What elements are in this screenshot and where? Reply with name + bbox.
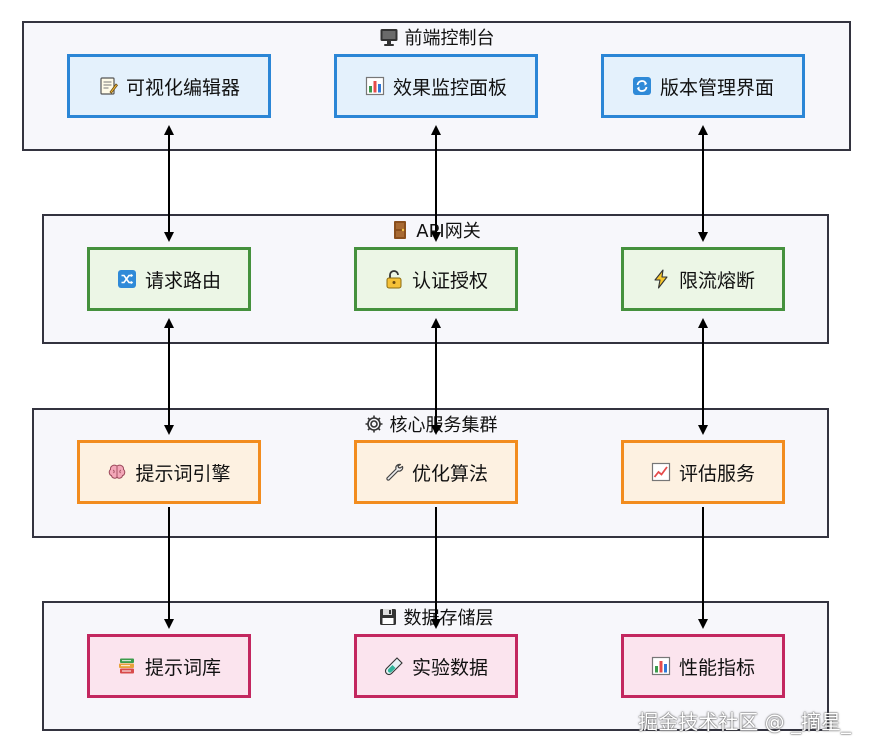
node-performance-metrics[interactable]: 性能指标 <box>621 634 785 698</box>
monitor-icon <box>379 27 399 47</box>
trend-chart-icon <box>651 462 671 482</box>
node-evaluation[interactable]: 评估服务 <box>621 440 785 504</box>
node-label: 实验数据 <box>411 656 488 679</box>
test-tube-icon <box>384 656 404 676</box>
node-label: 提示词库 <box>144 656 221 679</box>
wrench-icon <box>384 462 404 482</box>
floppy-disk-icon <box>378 607 398 627</box>
node-label: 优化算法 <box>411 462 488 485</box>
node-optimizer[interactable]: 优化算法 <box>354 440 518 504</box>
core-title-text: 核心服务集群 <box>389 415 498 436</box>
bar-chart-icon <box>651 656 671 676</box>
node-monitor-panel[interactable]: 效果监控面板 <box>334 54 538 118</box>
lock-icon <box>384 269 404 289</box>
node-experiment-data[interactable]: 实验数据 <box>354 634 518 698</box>
node-label: 认证授权 <box>411 269 488 292</box>
node-label: 评估服务 <box>678 462 755 485</box>
bar-chart-icon <box>365 76 385 96</box>
node-label: 效果监控面板 <box>392 76 507 99</box>
node-label: 性能指标 <box>678 656 755 679</box>
node-prompt-library[interactable]: 提示词库 <box>87 634 251 698</box>
node-auth[interactable]: 认证授权 <box>354 247 518 311</box>
node-label: 请求路由 <box>144 269 221 292</box>
frontend-title-text: 前端控制台 <box>404 28 495 49</box>
gear-icon <box>364 414 384 434</box>
node-request-routing[interactable]: 请求路由 <box>87 247 251 311</box>
node-prompt-engine[interactable]: 提示词引擎 <box>77 440 261 504</box>
door-icon <box>390 220 410 240</box>
core-layer-title: 核心服务集群 <box>34 414 827 437</box>
node-label: 版本管理界面 <box>659 76 774 99</box>
node-visual-editor[interactable]: 可视化编辑器 <box>67 54 271 118</box>
books-icon <box>117 656 137 676</box>
shuffle-icon <box>117 269 137 289</box>
memo-icon <box>98 76 119 96</box>
refresh-icon <box>632 76 652 96</box>
lightning-icon <box>651 269 671 289</box>
node-label: 可视化编辑器 <box>125 76 240 99</box>
node-label: 提示词引擎 <box>135 462 231 485</box>
watermark: 掘金技术社区 @ _摘星_ <box>638 710 851 734</box>
storage-layer-title: 数据存储层 <box>44 607 827 630</box>
storage-title-text: 数据存储层 <box>403 608 494 629</box>
node-label: 限流熔断 <box>678 269 755 292</box>
brain-icon <box>107 462 127 482</box>
frontend-layer-title: 前端控制台 <box>24 27 849 50</box>
node-version-manager[interactable]: 版本管理界面 <box>601 54 805 118</box>
node-rate-limit[interactable]: 限流熔断 <box>621 247 785 311</box>
